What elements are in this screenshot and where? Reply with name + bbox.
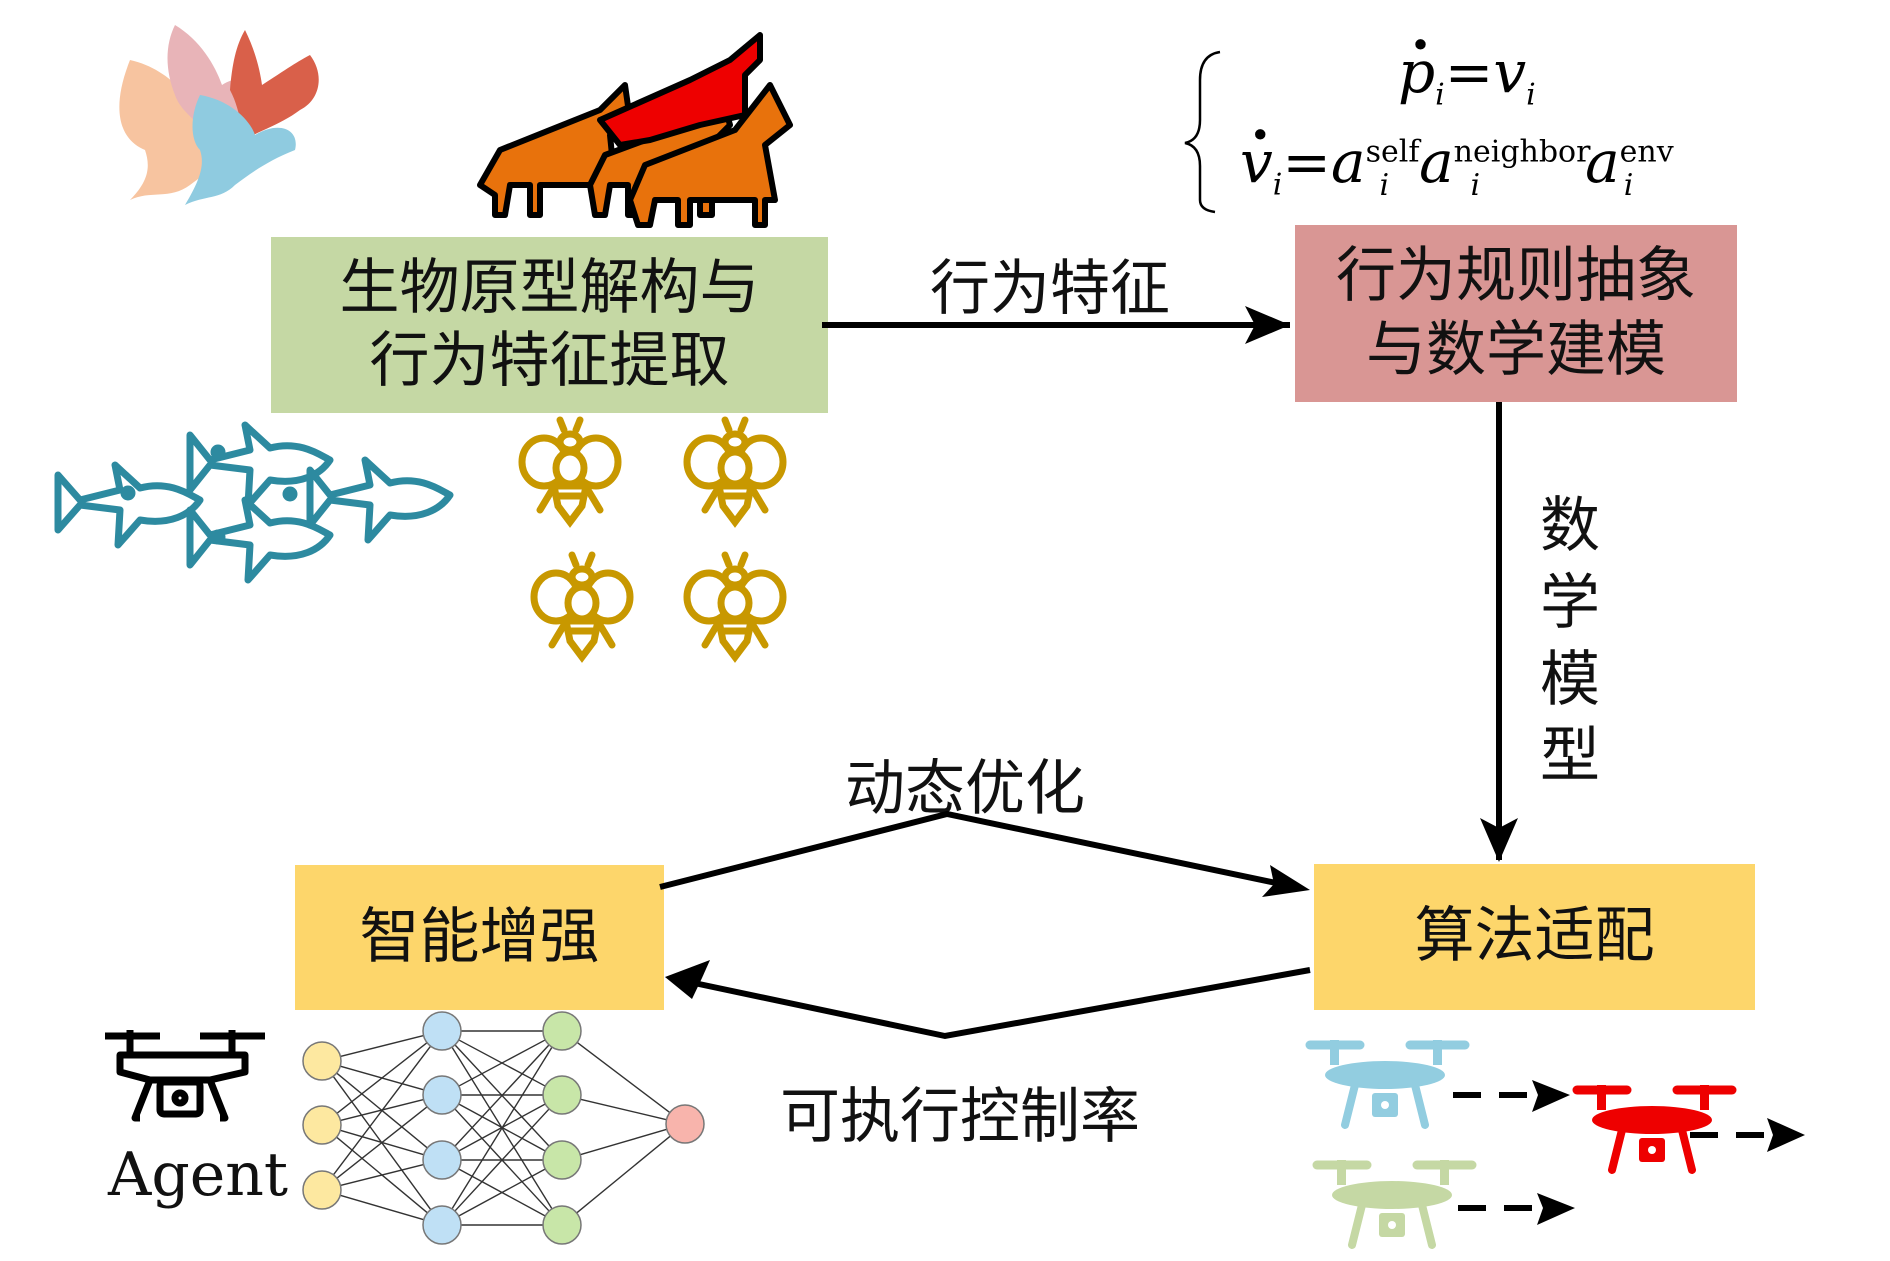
eq1-rhs: v bbox=[1493, 38, 1527, 106]
bee-swarm-icon bbox=[518, 416, 787, 663]
fish-eye-icon bbox=[282, 486, 298, 502]
eq1-equals: = bbox=[1444, 38, 1494, 106]
agent-label: Agent bbox=[108, 1140, 288, 1210]
nn-node bbox=[542, 1075, 582, 1115]
bee-icon bbox=[530, 551, 634, 663]
intelligence-enhance-label: 智能增强 bbox=[359, 901, 600, 972]
nn-node bbox=[542, 1011, 582, 1051]
nn-node bbox=[542, 1140, 582, 1180]
nn-edge bbox=[576, 1135, 671, 1214]
fish-icon bbox=[306, 456, 454, 544]
eq2-term-self-sup: self bbox=[1365, 134, 1420, 170]
eq1-rhs-sub: i bbox=[1526, 77, 1536, 113]
nn-node bbox=[302, 1170, 342, 1210]
drone-green-icon bbox=[1312, 1160, 1477, 1249]
eq2-equals: = bbox=[1282, 128, 1331, 196]
nn-node bbox=[302, 1041, 342, 1081]
rule-abstraction-line1: 行为规则抽象 bbox=[1336, 241, 1696, 312]
dove-flock-icon bbox=[119, 25, 319, 205]
nn-node bbox=[422, 1011, 462, 1051]
bio-prototype-line2: 行为特征提取 bbox=[369, 326, 730, 396]
drone-swarm-icon bbox=[1305, 1040, 1737, 1249]
nn-node bbox=[302, 1105, 342, 1145]
nn-node bbox=[665, 1104, 705, 1144]
eq1-lhs: p bbox=[1398, 38, 1435, 106]
nn-edge bbox=[340, 1034, 424, 1058]
eq2-lhs-sub: i bbox=[1272, 167, 1283, 203]
arrowhead-behavior-feature bbox=[1245, 306, 1290, 344]
dashed-arrowhead bbox=[1767, 1118, 1805, 1152]
equation-brace bbox=[1184, 50, 1221, 214]
algorithm-adapt-box: 算法适配 bbox=[1314, 864, 1755, 1010]
dove-icon bbox=[185, 95, 296, 205]
nn-edge bbox=[451, 1046, 553, 1210]
nn-edge bbox=[458, 1039, 546, 1087]
fish-icon bbox=[54, 461, 204, 549]
eq2-term-neighbor: a bbox=[1419, 128, 1454, 196]
eq2-term-env-sup: env bbox=[1619, 134, 1674, 170]
math-model-label: 数学模型 bbox=[1540, 491, 1600, 792]
fish-eye-icon bbox=[210, 444, 226, 460]
bio-prototype-box: 生物原型解构与 行为特征提取 bbox=[271, 237, 828, 413]
fish-icon bbox=[186, 421, 334, 509]
behavior-feature-label: 行为特征 bbox=[930, 254, 1170, 324]
drone-red-icon bbox=[1572, 1085, 1737, 1174]
arrow-executable-control bbox=[679, 967, 1311, 1040]
nn-edge bbox=[336, 1042, 428, 1114]
swarm-motion-arrows bbox=[1453, 1080, 1805, 1225]
fish-icon bbox=[186, 496, 334, 584]
neural-network-icon bbox=[302, 1011, 705, 1245]
bee-icon bbox=[518, 416, 622, 528]
nn-edge bbox=[340, 1194, 424, 1221]
fish-eye-icon bbox=[210, 529, 226, 545]
nn-edge bbox=[336, 1106, 428, 1179]
nn-node bbox=[422, 1140, 462, 1180]
agent-drone-icon bbox=[105, 1030, 265, 1122]
arrowhead-math-model bbox=[1480, 818, 1518, 862]
drone-blue-icon bbox=[1305, 1040, 1470, 1129]
eq1-lhs-sub: i bbox=[1435, 77, 1445, 113]
dashed-arrowhead bbox=[1532, 1080, 1570, 1112]
eq2-term-self: a bbox=[1331, 128, 1366, 196]
fish-eye-icon bbox=[120, 485, 136, 501]
equation-position: pi=vi bbox=[1398, 38, 1536, 113]
nn-node bbox=[542, 1205, 582, 1245]
eq2-term-self-sub: i bbox=[1379, 167, 1390, 203]
rule-abstraction-line2: 与数学建模 bbox=[1366, 314, 1666, 385]
wolf-icon bbox=[627, 82, 793, 228]
nn-edge bbox=[458, 1168, 546, 1217]
wolf-icon bbox=[597, 32, 763, 148]
nn-node bbox=[422, 1075, 462, 1115]
dove-icon bbox=[230, 30, 319, 140]
nn-edge bbox=[454, 1108, 550, 1212]
wolf-pack-icon bbox=[477, 32, 793, 228]
dashed-arrowhead bbox=[1537, 1193, 1575, 1225]
arrow-dynamic-optimize bbox=[659, 810, 1301, 891]
fish-school-icon bbox=[54, 421, 454, 584]
arrowhead-dynamic-optimize bbox=[1262, 865, 1310, 897]
eq2-term-neighbor-sub: i bbox=[1470, 167, 1481, 203]
eq2-lhs: v bbox=[1240, 128, 1273, 196]
nn-edge bbox=[340, 1163, 424, 1187]
eq2-term-neighbor-sup: neighbor bbox=[1453, 134, 1591, 170]
bio-prototype-line1: 生物原型解构与 bbox=[339, 252, 760, 323]
bee-icon bbox=[683, 416, 787, 528]
bee-icon bbox=[683, 551, 787, 663]
intelligence-enhance-box: 智能增强 bbox=[295, 865, 664, 1010]
executable-control-label: 可执行控制率 bbox=[780, 1082, 1140, 1152]
nn-node bbox=[422, 1205, 462, 1245]
rule-abstraction-box: 行为规则抽象 与数学建模 bbox=[1295, 225, 1737, 402]
dynamic-optimize-label: 动态优化 bbox=[845, 754, 1085, 824]
eq2-term-env: a bbox=[1585, 128, 1620, 196]
algorithm-adapt-label: 算法适配 bbox=[1414, 901, 1655, 972]
arrowhead-executable-control bbox=[665, 960, 710, 999]
nn-edge bbox=[580, 1128, 667, 1156]
eq2-term-env-sub: i bbox=[1623, 167, 1634, 203]
nn-edge bbox=[332, 1045, 432, 1176]
nn-edge bbox=[580, 1098, 667, 1121]
nn-edge bbox=[576, 1041, 671, 1114]
nn-edge bbox=[454, 1044, 550, 1147]
